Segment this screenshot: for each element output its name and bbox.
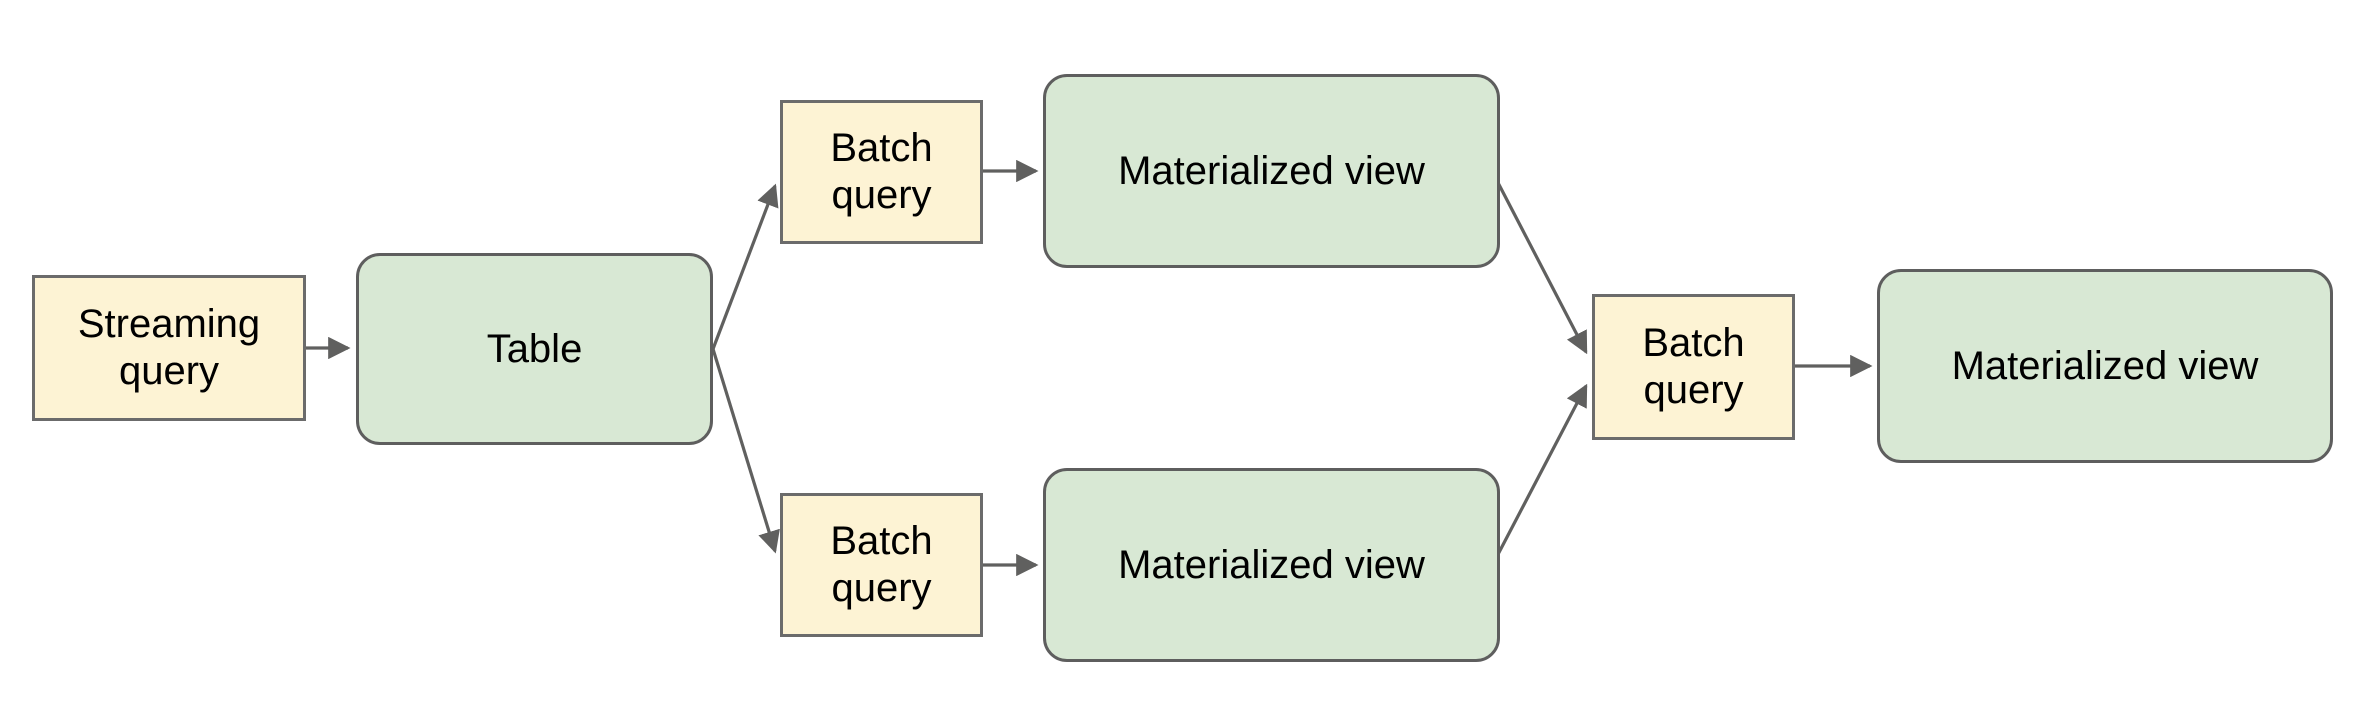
node-streaming-query[interactable]: Streaming query bbox=[32, 275, 306, 421]
edge-materialized-view-bottom-to-batch-query-join bbox=[1492, 383, 1588, 563]
edge-table-to-batch-query-bottom bbox=[711, 348, 780, 554]
node-materialized-view-top[interactable]: Materialized view bbox=[1043, 74, 1500, 268]
node-batch-query-join[interactable]: Batch query bbox=[1592, 294, 1795, 440]
node-streaming-query-label: Streaming query bbox=[77, 302, 261, 393]
node-batch-query-bottom-label: Batch query bbox=[830, 519, 933, 610]
edge-table-to-batch-query-top bbox=[711, 183, 779, 350]
node-batch-query-bottom[interactable]: Batch query bbox=[780, 493, 983, 637]
node-materialized-view-bottom[interactable]: Materialized view bbox=[1043, 468, 1500, 662]
node-table-label: Table bbox=[486, 326, 583, 371]
node-materialized-view-top-label: Materialized view bbox=[1118, 148, 1425, 193]
node-table[interactable]: Table bbox=[356, 253, 713, 445]
node-materialized-view-bottom-label: Materialized view bbox=[1118, 542, 1425, 587]
node-materialized-view-final[interactable]: Materialized view bbox=[1877, 269, 2333, 463]
node-batch-query-top-label: Batch query bbox=[830, 126, 933, 217]
node-batch-query-join-label: Batch query bbox=[1642, 321, 1745, 412]
edge-materialized-view-top-to-batch-query-join bbox=[1492, 174, 1588, 355]
node-materialized-view-final-label: Materialized view bbox=[1951, 343, 2259, 388]
node-batch-query-top[interactable]: Batch query bbox=[780, 100, 983, 244]
